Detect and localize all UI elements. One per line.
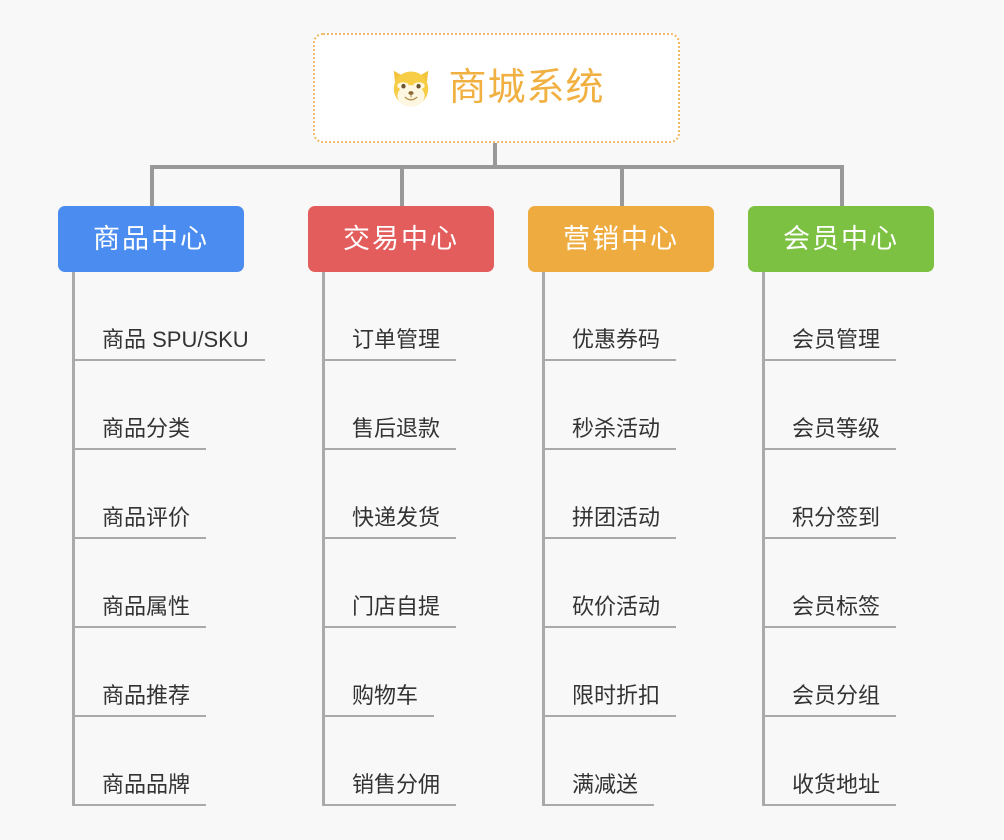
column-header-trade-center[interactable]: 交易中心 xyxy=(308,206,494,272)
list-item[interactable]: 秒杀活动 xyxy=(528,361,748,450)
list-item-label: 商品评价 xyxy=(72,505,207,539)
connector-drop-product-center xyxy=(150,165,154,208)
column-body-marketing-center: 优惠券码 秒杀活动 拼团活动 砍价活动 限时折扣 满减送 xyxy=(528,272,748,806)
list-item-label: 商品推荐 xyxy=(72,683,207,717)
column-header-product-center[interactable]: 商品中心 xyxy=(58,206,244,272)
column-member-center: 会员中心 会员管理 会员等级 积分签到 会员标签 会员分组 收货地址 xyxy=(748,206,968,806)
list-item-label: 优惠券码 xyxy=(542,327,677,361)
column-header-label: 交易中心 xyxy=(343,223,459,254)
column-spine xyxy=(762,272,765,806)
column-spine xyxy=(72,272,75,806)
list-item[interactable]: 拼团活动 xyxy=(528,450,748,539)
connector-drop-marketing-center xyxy=(620,165,624,208)
column-body-trade-center: 订单管理 售后退款 快递发货 门店自提 购物车 销售分佣 xyxy=(308,272,528,806)
list-item-label: 订单管理 xyxy=(322,327,457,361)
list-item-label: 商品分类 xyxy=(72,416,207,450)
root-node[interactable]: 商城系统 xyxy=(313,33,680,143)
list-item[interactable]: 会员分组 xyxy=(748,628,968,717)
list-item[interactable]: 快递发货 xyxy=(308,450,528,539)
list-item[interactable]: 商品分类 xyxy=(58,361,278,450)
list-item-label: 销售分佣 xyxy=(322,772,457,806)
list-item[interactable]: 销售分佣 xyxy=(308,717,528,806)
connector-root-stem xyxy=(493,143,497,168)
list-item[interactable]: 会员管理 xyxy=(748,272,968,361)
list-item[interactable]: 收货地址 xyxy=(748,717,968,806)
list-item[interactable]: 优惠券码 xyxy=(528,272,748,361)
list-item-label: 商品品牌 xyxy=(72,772,207,806)
list-item-label: 拼团活动 xyxy=(542,505,677,539)
list-item-label: 会员标签 xyxy=(762,594,897,628)
column-header-member-center[interactable]: 会员中心 xyxy=(748,206,934,272)
column-body-product-center: 商品 SPU/SKU 商品分类 商品评价 商品属性 商品推荐 商品品牌 xyxy=(58,272,278,806)
list-item-label: 售后退款 xyxy=(322,416,457,450)
column-marketing-center: 营销中心 优惠券码 秒杀活动 拼团活动 砍价活动 限时折扣 满减送 xyxy=(528,206,748,806)
connector-drop-member-center xyxy=(840,165,844,208)
list-item-label: 收货地址 xyxy=(762,772,897,806)
list-item-label: 商品 SPU/SKU xyxy=(72,327,265,361)
list-item[interactable]: 商品品牌 xyxy=(58,717,278,806)
list-item-label: 会员分组 xyxy=(762,683,897,717)
list-item[interactable]: 会员等级 xyxy=(748,361,968,450)
list-item-label: 商品属性 xyxy=(72,594,207,628)
root-title: 商城系统 xyxy=(448,67,605,109)
list-item[interactable]: 限时折扣 xyxy=(528,628,748,717)
dog-face-icon xyxy=(388,65,434,111)
list-item-label: 限时折扣 xyxy=(542,683,677,717)
list-item[interactable]: 满减送 xyxy=(528,717,748,806)
list-item[interactable]: 商品 SPU/SKU xyxy=(58,272,278,361)
column-header-label: 商品中心 xyxy=(93,223,209,254)
connector-drop-trade-center xyxy=(400,165,404,208)
column-header-marketing-center[interactable]: 营销中心 xyxy=(528,206,714,272)
connector-horizontal-bus xyxy=(150,165,844,169)
list-item-label: 秒杀活动 xyxy=(542,416,677,450)
list-item[interactable]: 商品推荐 xyxy=(58,628,278,717)
column-product-center: 商品中心 商品 SPU/SKU 商品分类 商品评价 商品属性 商品推荐 商品品牌 xyxy=(58,206,278,806)
list-item[interactable]: 售后退款 xyxy=(308,361,528,450)
list-item[interactable]: 门店自提 xyxy=(308,539,528,628)
list-item-label: 门店自提 xyxy=(322,594,457,628)
column-header-label: 营销中心 xyxy=(563,223,679,254)
list-item-label: 积分签到 xyxy=(762,505,897,539)
list-item[interactable]: 商品评价 xyxy=(58,450,278,539)
column-body-member-center: 会员管理 会员等级 积分签到 会员标签 会员分组 收货地址 xyxy=(748,272,968,806)
column-spine xyxy=(322,272,325,806)
list-item-label: 快递发货 xyxy=(322,505,457,539)
column-spine xyxy=(542,272,545,806)
list-item-label: 满减送 xyxy=(542,772,655,806)
list-item-label: 砍价活动 xyxy=(542,594,677,628)
list-item[interactable]: 订单管理 xyxy=(308,272,528,361)
list-item-label: 会员管理 xyxy=(762,327,897,361)
list-item[interactable]: 会员标签 xyxy=(748,539,968,628)
list-item[interactable]: 积分签到 xyxy=(748,450,968,539)
column-header-label: 会员中心 xyxy=(783,223,899,254)
list-item[interactable]: 砍价活动 xyxy=(528,539,748,628)
list-item-label: 购物车 xyxy=(322,683,435,717)
column-trade-center: 交易中心 订单管理 售后退款 快递发货 门店自提 购物车 销售分佣 xyxy=(308,206,528,806)
list-item[interactable]: 商品属性 xyxy=(58,539,278,628)
list-item-label: 会员等级 xyxy=(762,416,897,450)
list-item[interactable]: 购物车 xyxy=(308,628,528,717)
